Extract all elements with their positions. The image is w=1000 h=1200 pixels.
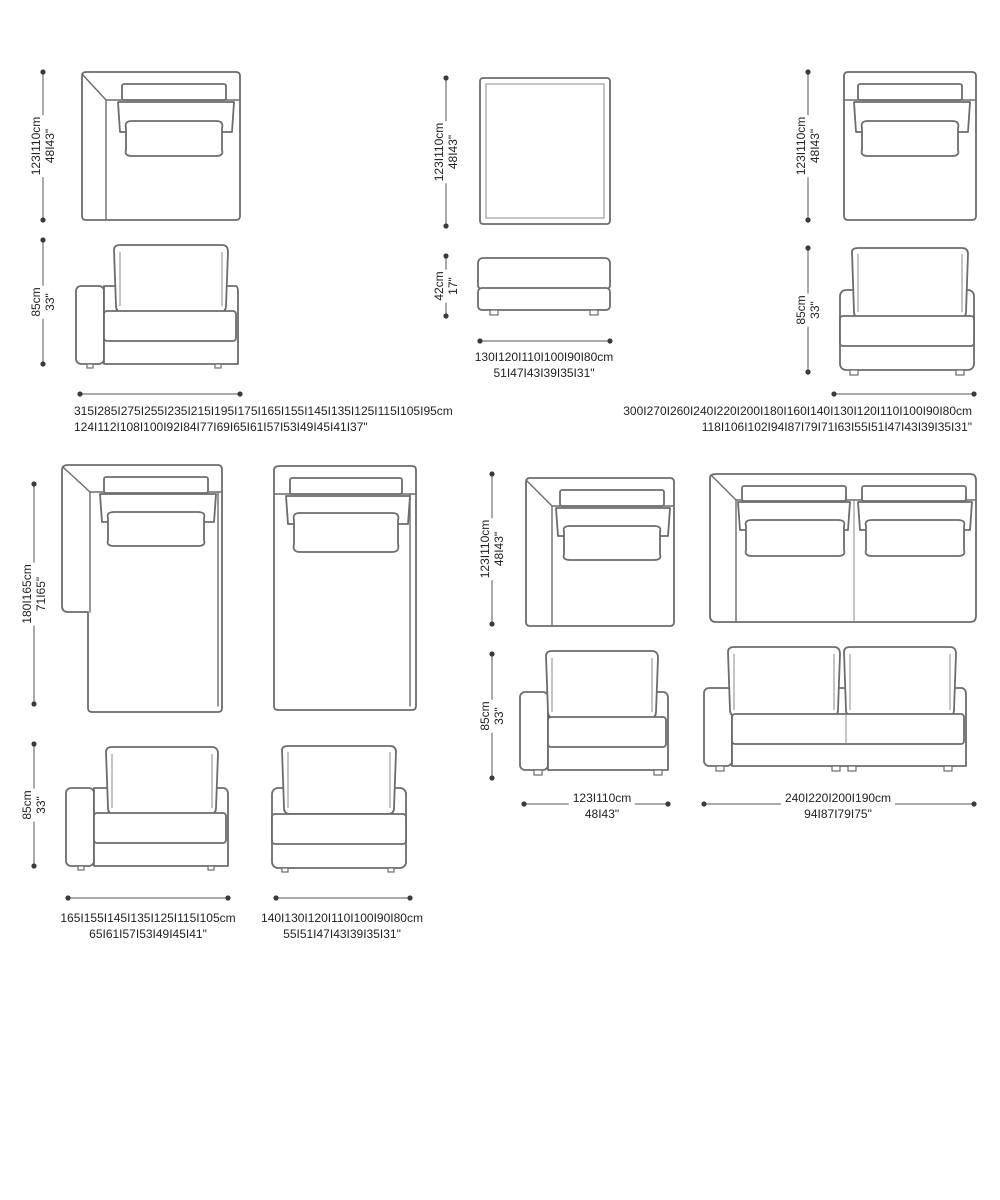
ottoman-front-view <box>477 257 611 316</box>
ottoman-width-in: 51I47I43I39I35I31" <box>493 366 595 380</box>
small-corner-depth-cm: 123I110cm <box>478 519 492 579</box>
chaise-arm-width-label: 165I155I145I135I125I115I105cm 65I61I57I5… <box>60 910 235 942</box>
chaise-arm-width-cm: 165I155I145I135I125I115I105cm <box>60 911 236 925</box>
chaise-length-label: 180I165cm 71I65" <box>20 562 48 626</box>
chaise-length-in: 71I65" <box>34 576 48 612</box>
chaise-armless-front-view <box>271 745 407 873</box>
chaise-height-cm: 85cm <box>20 790 34 820</box>
armless-width-in: 118I106I102I94I87I79I71I63I55I51I47I43I3… <box>701 420 972 434</box>
chaise-armless-width-label: 140I130I120I110I100I90I80cm 55I51I47I43I… <box>261 910 423 942</box>
armless-height-cm: 85cm <box>794 295 808 325</box>
armless-height-in: 33" <box>808 301 822 319</box>
armless-width-cm: 300I270I260I240I220I200I180I160I140I130I… <box>623 404 972 418</box>
small-corner-top-view <box>525 477 675 627</box>
ottoman-width-label: 130I120I110I100I90I80cm 51I47I43I39I35I3… <box>475 349 614 381</box>
small-corner-depth-label: 123I110cm 48I43" <box>478 517 506 581</box>
ottoman-depth-label: 123I110cm 48I43" <box>432 120 460 184</box>
corner-depth-in: 48I43" <box>43 128 57 164</box>
armless-module-front-view <box>839 247 975 376</box>
armless-depth-label: 123I110cm 48I43" <box>794 114 822 178</box>
armless-depth-in: 48I43" <box>808 128 822 164</box>
corner-depth-label: 123I110cm 48I43" <box>29 114 57 178</box>
armless-width-label: 300I270I260I240I220I200I180I160I140I130I… <box>623 403 972 435</box>
corner-height-cm: 85cm <box>29 287 43 317</box>
corner-module-top-view <box>81 71 241 221</box>
corner-height-label: 85cm 33" <box>29 285 57 319</box>
small-corner-height-label: 85cm 33" <box>478 699 506 733</box>
sofa-top-view <box>709 473 977 623</box>
chaise-armless-width-cm: 140I130I120I110I100I90I80cm <box>261 911 423 925</box>
chaise-armless-top-view <box>273 465 417 711</box>
corner-module-front-view <box>75 244 239 369</box>
ottoman-height-label: 42cm 17" <box>432 269 460 303</box>
chaise-arm-top-view <box>61 464 223 713</box>
chaise-height-label: 85cm 33" <box>20 788 48 822</box>
corner-depth-cm: 123I110cm <box>29 116 43 176</box>
small-corner-height-cm: 85cm <box>478 701 492 731</box>
small-corner-width-label: 123I110cm 48I43" <box>568 790 636 822</box>
armless-depth-cm: 123I110cm <box>794 116 808 176</box>
ottoman-height-in: 17" <box>446 277 460 295</box>
sofa-width-cm: 240I220I200I190cm <box>784 791 892 805</box>
small-corner-width-in: 48I43" <box>584 807 620 821</box>
corner-height-in: 33" <box>43 293 57 311</box>
sofa-front-view <box>703 646 967 772</box>
ottoman-depth-in: 48I43" <box>446 134 460 170</box>
chaise-armless-width-in: 55I51I47I43I39I35I31" <box>283 927 401 941</box>
ottoman-height-cm: 42cm <box>432 271 446 301</box>
chaise-arm-width-in: 65I61I57I53I49I45I41" <box>89 927 207 941</box>
small-corner-front-view <box>519 650 669 776</box>
small-corner-height-in: 33" <box>492 707 506 725</box>
sofa-width-in: 94I87I79I75" <box>804 807 872 821</box>
ottoman-top-view <box>479 77 611 225</box>
ottoman-depth-cm: 123I110cm <box>432 122 446 182</box>
chaise-length-cm: 180I165cm <box>20 564 34 624</box>
armless-module-top-view <box>843 71 977 221</box>
dimension-lines <box>31 69 977 901</box>
corner-width-in: 124I112I108I100I92I84I77I69I65I61I57I53I… <box>74 420 368 434</box>
chaise-height-in: 33" <box>34 796 48 814</box>
small-corner-depth-in: 48I43" <box>492 531 506 567</box>
ottoman-width-cm: 130I120I110I100I90I80cm <box>474 350 614 364</box>
corner-width-cm: 315I285I275I255I235I215I195I175I165I155I… <box>74 404 453 418</box>
armless-height-label: 85cm 33" <box>794 293 822 327</box>
corner-width-label: 315I285I275I255I235I215I195I175I165I155I… <box>74 403 453 435</box>
sofa-width-label: 240I220I200I190cm 94I87I79I75" <box>780 790 896 822</box>
small-corner-width-cm: 123I110cm <box>572 791 632 805</box>
chaise-arm-front-view <box>65 746 229 871</box>
